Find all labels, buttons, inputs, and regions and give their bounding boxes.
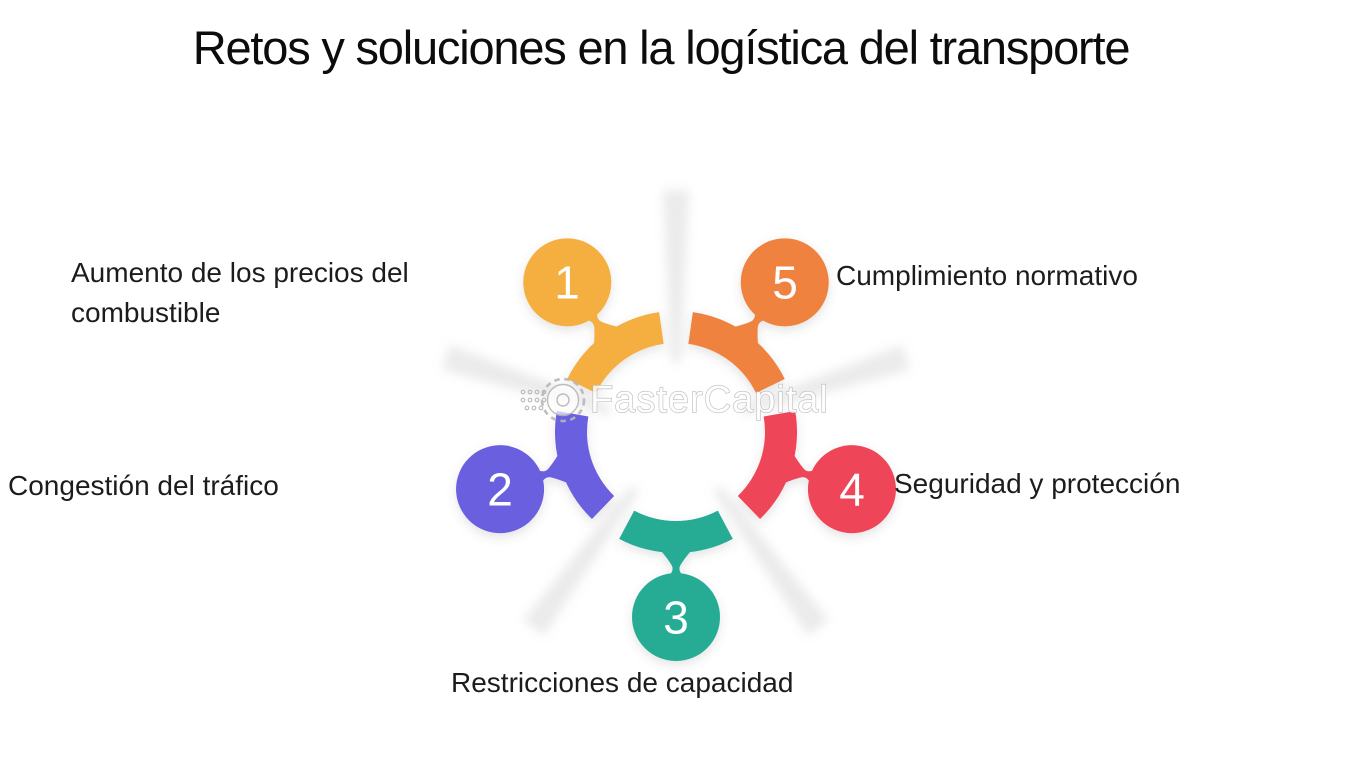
page-title: Retos y soluciones en la logística del t… — [192, 21, 1131, 74]
step-number-2: 2 — [487, 464, 513, 516]
ring-segments — [456, 238, 896, 661]
shadow-ray — [713, 485, 829, 636]
step-circle-3 — [632, 573, 720, 661]
label-step-4: Seguridad y protección — [894, 468, 1181, 499]
shadow-ray — [663, 190, 689, 362]
segment-3 — [619, 510, 733, 661]
label-step-5: Cumplimiento normativo — [836, 260, 1138, 291]
label-step-1: Aumento de los precios del combustible — [71, 257, 409, 328]
step-number-4: 4 — [839, 464, 865, 516]
step-circle-2 — [456, 445, 545, 534]
segment-4 — [737, 410, 896, 534]
arc-shape-1 — [567, 312, 664, 393]
neck-shape-5 — [730, 311, 767, 348]
step-circle-5 — [740, 238, 829, 327]
neck-shape-4 — [781, 451, 816, 485]
arc-shape-4 — [737, 410, 797, 520]
step-circle-1 — [523, 238, 612, 327]
neck-shape-2 — [536, 451, 571, 485]
label-step-2: Congestión del tráfico — [8, 470, 279, 501]
segment-5 — [688, 238, 829, 393]
step-number-3: 3 — [663, 592, 689, 644]
arc-shape-2 — [555, 410, 615, 520]
gear-icon — [520, 377, 586, 423]
arc-shape-3 — [619, 510, 733, 554]
segment-2 — [456, 410, 615, 534]
neck-shape-1 — [585, 311, 622, 348]
neck-shape-3 — [659, 548, 693, 576]
shadow-rays — [441, 190, 911, 636]
shadow-ray — [741, 344, 911, 416]
arc-shape-5 — [688, 312, 785, 393]
watermark-text: FasterCapital — [590, 379, 829, 421]
shadow-ray — [523, 485, 639, 636]
segment-1 — [523, 238, 664, 393]
watermark: FasterCapital — [520, 377, 829, 423]
step-number-5: 5 — [772, 257, 798, 309]
step-number-1: 1 — [554, 257, 580, 309]
label-step-3: Restricciones de capacidad — [451, 667, 794, 698]
step-circle-4 — [807, 445, 896, 534]
